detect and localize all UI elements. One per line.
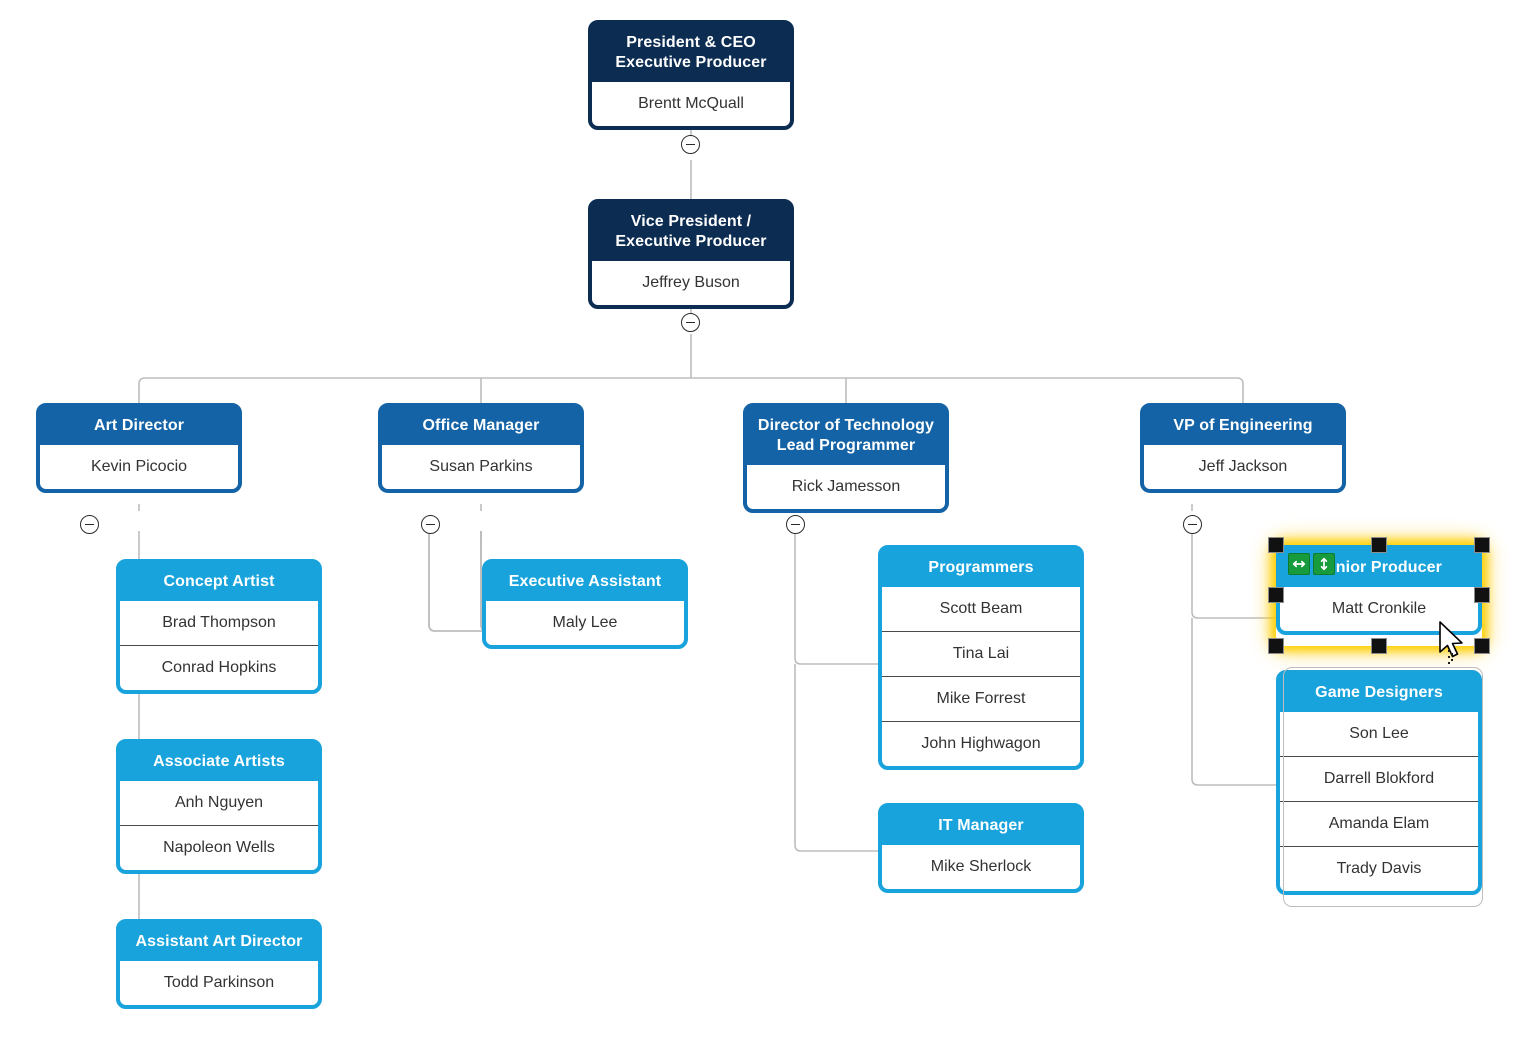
minus-icon — [1188, 523, 1197, 526]
node-row[interactable]: Brad Thompson — [120, 601, 318, 645]
node-row[interactable]: Matt Cronkile — [1280, 587, 1478, 631]
node-title: Director of Technology Lead Programmer — [747, 407, 945, 465]
node-title-line1: VP of Engineering — [1173, 417, 1313, 434]
node-title-line1: Concept Artist — [163, 573, 275, 590]
node-title: Programmers — [882, 549, 1080, 587]
node-row[interactable]: Kevin Picocio — [40, 445, 238, 489]
node-executive-assistant[interactable]: Executive Assistant Maly Lee — [482, 559, 688, 649]
resize-handle-top-center[interactable] — [1371, 537, 1387, 553]
minus-icon — [686, 143, 695, 146]
resize-handle-middle-right[interactable] — [1474, 587, 1490, 603]
node-row[interactable]: Todd Parkinson — [120, 961, 318, 1005]
art-director-toggle[interactable] — [80, 515, 99, 534]
node-title: Executive Assistant — [486, 563, 684, 601]
node-title-line1: Assistant Art Director — [135, 933, 303, 950]
node-title: President & CEO Executive Producer — [592, 24, 790, 82]
vp-engineering-toggle[interactable] — [1183, 515, 1202, 534]
ceo-toggle[interactable] — [681, 135, 700, 154]
resize-vertical-button[interactable] — [1313, 553, 1335, 575]
node-row[interactable]: Susan Parkins — [382, 445, 580, 489]
node-game-designers[interactable]: Game Designers Son Lee Darrell Blokford … — [1276, 670, 1482, 895]
node-title: Associate Artists — [120, 743, 318, 781]
resize-vertical-icon — [1320, 557, 1328, 571]
node-title-line1: Director of Technology — [757, 417, 935, 434]
node-row[interactable]: Mike Forrest — [882, 676, 1080, 721]
resize-handle-bottom-center[interactable] — [1371, 638, 1387, 654]
node-row[interactable]: Maly Lee — [486, 601, 684, 645]
node-title-line2: Executive Producer — [615, 54, 767, 71]
node-title: Assistant Art Director — [120, 923, 318, 961]
minus-icon — [686, 321, 695, 324]
node-row[interactable]: John Highwagon — [882, 721, 1080, 766]
node-row[interactable]: Brentt McQuall — [592, 82, 790, 126]
node-title: Office Manager — [382, 407, 580, 445]
node-title-line2: Executive Producer — [615, 233, 767, 250]
node-title: VP of Engineering — [1144, 407, 1342, 445]
node-vice-president[interactable]: Vice President / Executive Producer Jeff… — [588, 199, 794, 309]
minus-icon — [791, 523, 800, 526]
node-row[interactable]: Darrell Blokford — [1280, 756, 1478, 801]
resize-handle-middle-left[interactable] — [1268, 587, 1284, 603]
minus-icon — [426, 523, 435, 526]
node-it-manager[interactable]: IT Manager Mike Sherlock — [878, 803, 1084, 893]
node-title-line2: Lead Programmer — [776, 437, 916, 454]
office-manager-toggle[interactable] — [421, 515, 440, 534]
node-row[interactable]: Scott Beam — [882, 587, 1080, 631]
node-row[interactable]: Amanda Elam — [1280, 801, 1478, 846]
resize-handle-top-right[interactable] — [1474, 537, 1490, 553]
vp-toggle[interactable] — [681, 313, 700, 332]
node-row[interactable]: Jeffrey Buson — [592, 261, 790, 305]
resize-horizontal-icon — [1292, 560, 1306, 568]
node-title-line1: Programmers — [928, 559, 1034, 576]
node-title-line1: Vice President / — [630, 213, 752, 230]
node-title: Vice President / Executive Producer — [592, 203, 790, 261]
cursor-drag-dots-icon — [1448, 650, 1453, 664]
node-title-line1: Art Director — [93, 417, 185, 434]
resize-handle-top-left[interactable] — [1268, 537, 1284, 553]
node-title: Concept Artist — [120, 563, 318, 601]
node-row[interactable]: Jeff Jackson — [1144, 445, 1342, 489]
node-row[interactable]: Napoleon Wells — [120, 825, 318, 870]
minus-icon — [85, 523, 94, 526]
resize-handle-bottom-right[interactable] — [1474, 638, 1490, 654]
resize-handle-bottom-left[interactable] — [1268, 638, 1284, 654]
node-concept-artist[interactable]: Concept Artist Brad Thompson Conrad Hopk… — [116, 559, 322, 694]
node-title-line1: Game Designers — [1315, 684, 1443, 701]
node-title-line1: IT Manager — [938, 817, 1024, 834]
node-office-manager[interactable]: Office Manager Susan Parkins — [378, 403, 584, 493]
node-row[interactable]: Conrad Hopkins — [120, 645, 318, 690]
node-associate-artists[interactable]: Associate Artists Anh Nguyen Napoleon We… — [116, 739, 322, 874]
node-title-line1: Senior Producer — [1316, 559, 1442, 576]
node-row[interactable]: Mike Sherlock — [882, 845, 1080, 889]
node-vp-of-engineering[interactable]: VP of Engineering Jeff Jackson — [1140, 403, 1346, 493]
node-title: Game Designers — [1280, 674, 1478, 712]
node-title-line1: President & CEO — [626, 34, 756, 51]
node-assistant-art-director[interactable]: Assistant Art Director Todd Parkinson — [116, 919, 322, 1009]
node-title-line1: Executive Assistant — [508, 573, 662, 590]
dir-technology-toggle[interactable] — [786, 515, 805, 534]
node-title: IT Manager — [882, 807, 1080, 845]
node-president-ceo[interactable]: President & CEO Executive Producer Brent… — [588, 20, 794, 130]
node-title: Art Director — [40, 407, 238, 445]
node-title-line1: Associate Artists — [153, 753, 285, 770]
node-director-of-technology[interactable]: Director of Technology Lead Programmer R… — [743, 403, 949, 513]
node-row[interactable]: Tina Lai — [882, 631, 1080, 676]
node-row[interactable]: Trady Davis — [1280, 846, 1478, 891]
node-programmers[interactable]: Programmers Scott Beam Tina Lai Mike For… — [878, 545, 1084, 770]
node-title-line1: Office Manager — [422, 417, 540, 434]
node-row[interactable]: Son Lee — [1280, 712, 1478, 756]
node-row[interactable]: Anh Nguyen — [120, 781, 318, 825]
node-row[interactable]: Rick Jamesson — [747, 465, 945, 509]
node-art-director[interactable]: Art Director Kevin Picocio — [36, 403, 242, 493]
resize-horizontal-button[interactable] — [1288, 553, 1310, 575]
